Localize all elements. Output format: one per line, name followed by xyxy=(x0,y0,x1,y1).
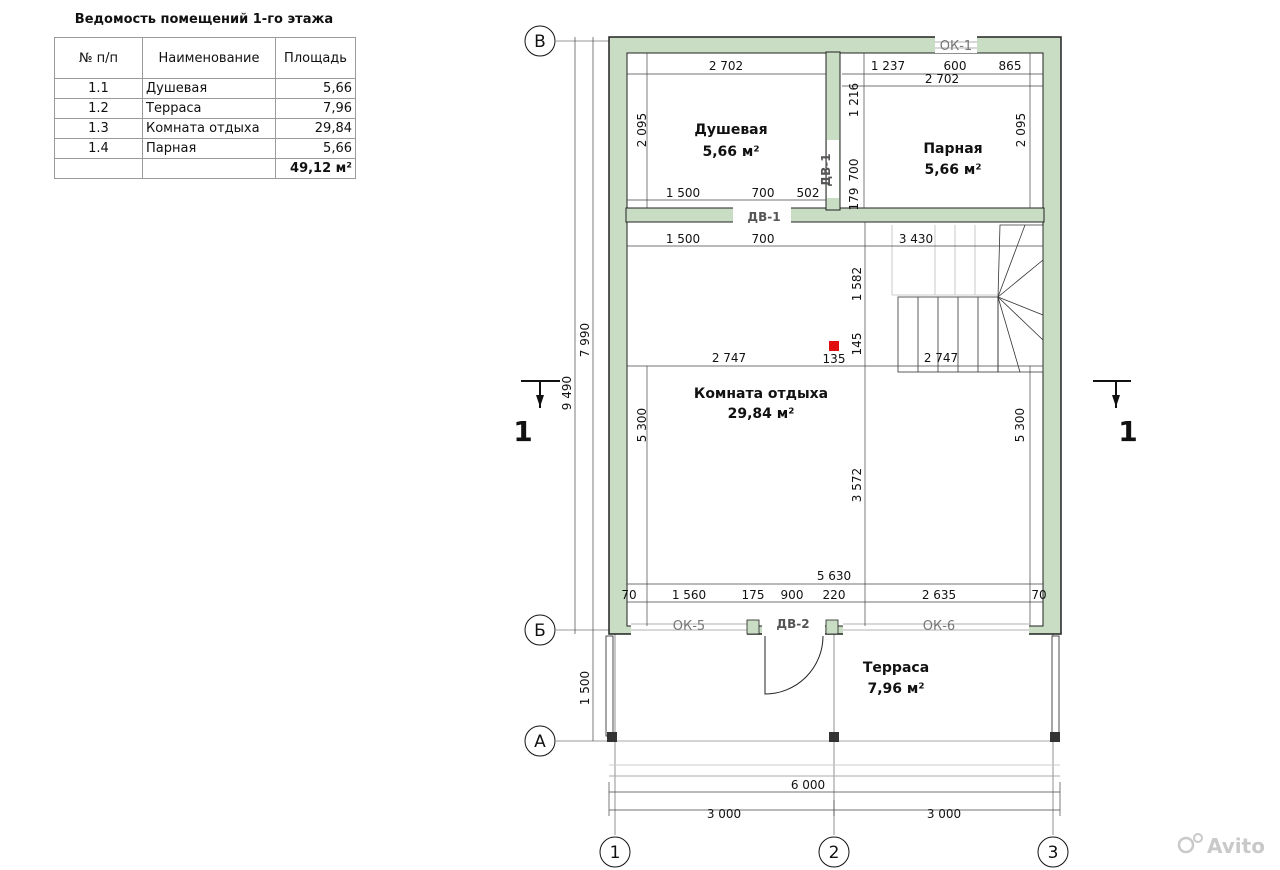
table-total-row: 49,12 м² xyxy=(54,158,356,179)
dim-label: 1 216 xyxy=(847,83,861,117)
dim-label: 3 000 xyxy=(707,807,741,821)
dim-label: 5 300 xyxy=(635,408,649,442)
table-row: 1.2 Терраса 7,96 xyxy=(54,98,356,119)
header-name: Наименование xyxy=(142,37,276,79)
staircase xyxy=(891,224,1044,373)
header-area: Площадь xyxy=(275,37,356,79)
dim-label: 70 xyxy=(1031,588,1046,602)
door-tag-dv1: ДВ-1 xyxy=(747,210,780,224)
avito-watermark: Avito xyxy=(1177,833,1265,858)
dim-label: 900 xyxy=(781,588,804,602)
room-terrace-area: 7,96 м² xyxy=(868,681,925,697)
dim-label: 2 635 xyxy=(922,588,956,602)
row-area: 5,66 xyxy=(275,78,356,99)
dim-label: 70 xyxy=(621,588,636,602)
dim-label: 6 000 xyxy=(791,778,825,792)
walls xyxy=(608,35,1062,636)
room-lounge-area: 29,84 м² xyxy=(728,406,795,422)
total-area: 49,12 м² xyxy=(275,158,356,179)
dim-label: 5 300 xyxy=(1013,408,1027,442)
dim-label: 2 702 xyxy=(925,72,959,86)
dim-label: 179 xyxy=(847,188,861,211)
dim-label: 7 990 xyxy=(578,323,592,357)
room-schedule-table: № п/п Наименование Площадь 1.1 Душевая 5… xyxy=(54,37,356,179)
row-area: 7,96 xyxy=(275,98,356,119)
window-tag-ok1: ОК-1 xyxy=(940,39,972,54)
column-marker xyxy=(829,341,839,351)
axis-1-label: 1 xyxy=(610,843,621,863)
dim-label: 700 xyxy=(752,186,775,200)
row-area: 29,84 xyxy=(275,118,356,139)
row-name: Комната отдыха xyxy=(142,118,276,139)
dim-label: 9 490 xyxy=(560,376,574,410)
dim-label: 1 500 xyxy=(666,186,700,200)
header-number: № п/п xyxy=(54,37,143,79)
dim-label: 502 xyxy=(797,186,820,200)
row-name: Душевая xyxy=(142,78,276,99)
room-steam-area: 5,66 м² xyxy=(925,162,982,178)
section-label-right: 1 xyxy=(1118,415,1137,448)
dim-label: 1 500 xyxy=(666,232,700,246)
dim-label: 175 xyxy=(742,588,765,602)
room-shower-name: Душевая xyxy=(694,122,767,138)
table-row: 1.3 Комната отдыха 29,84 xyxy=(54,118,356,139)
dim-label: 2 702 xyxy=(709,59,743,73)
row-number: 1.3 xyxy=(54,118,143,139)
dimension-labels: 2 702 1 237 600 865 2 702 1 500 700 502 … xyxy=(560,59,1047,821)
dim-label: 2 095 xyxy=(635,113,649,147)
window-tag-ok5: ОК-5 xyxy=(673,619,705,634)
window-tag-ok6: ОК-6 xyxy=(923,619,955,634)
axis-b-label: Б xyxy=(534,621,546,641)
table-header-row: № п/п Наименование Площадь xyxy=(54,37,356,79)
door-swing xyxy=(764,635,824,695)
schedule-title: Ведомость помещений 1-го этажа xyxy=(74,12,334,27)
row-number: 1.2 xyxy=(54,98,143,119)
section-label-left: 1 xyxy=(513,415,532,448)
axis-a-label: А xyxy=(534,732,546,752)
window-glazing xyxy=(631,41,1029,635)
dim-label: 1 582 xyxy=(850,267,864,301)
axis-v-label: В xyxy=(534,32,546,52)
dim-label: 2 095 xyxy=(1014,113,1028,147)
dim-label: 135 xyxy=(823,352,846,366)
dim-label: 1 237 xyxy=(871,59,905,73)
dim-label: 865 xyxy=(999,59,1022,73)
dim-label: 3 572 xyxy=(850,468,864,502)
room-lounge-name: Комната отдыха xyxy=(694,386,828,402)
terrace-structure xyxy=(605,635,1060,777)
dim-label: 2 747 xyxy=(712,351,746,365)
axis-3-label: 3 xyxy=(1048,843,1059,863)
axis-bubbles xyxy=(524,25,1069,868)
dim-label: 5 630 xyxy=(817,569,851,583)
watermark-text: Avito xyxy=(1207,834,1265,858)
room-terrace-name: Терраса xyxy=(863,660,929,676)
table-row: 1.1 Душевая 5,66 xyxy=(54,78,356,99)
dim-label: 3 430 xyxy=(899,232,933,246)
dimension-lines xyxy=(574,37,1061,816)
row-number: 1.4 xyxy=(54,138,143,159)
dim-label: 2 747 xyxy=(924,351,958,365)
room-shower-area: 5,66 м² xyxy=(703,144,760,160)
dim-label: 700 xyxy=(752,232,775,246)
dim-label: 600 xyxy=(944,59,967,73)
axis-2-label: 2 xyxy=(829,843,840,863)
door-tag-dv1-vertical: ДВ-1 xyxy=(819,153,833,186)
dim-label: 1 560 xyxy=(672,588,706,602)
table-row: 1.4 Парная 5,66 xyxy=(54,138,356,159)
door-tag-dv2: ДВ-2 xyxy=(776,617,809,631)
dim-label: 700 xyxy=(847,159,861,182)
row-name: Парная xyxy=(142,138,276,159)
dim-label: 145 xyxy=(850,333,864,356)
room-steam-name: Парная xyxy=(923,141,982,157)
dim-label: 220 xyxy=(823,588,846,602)
dim-label: 3 000 xyxy=(927,807,961,821)
dim-label: 1 500 xyxy=(578,671,592,705)
